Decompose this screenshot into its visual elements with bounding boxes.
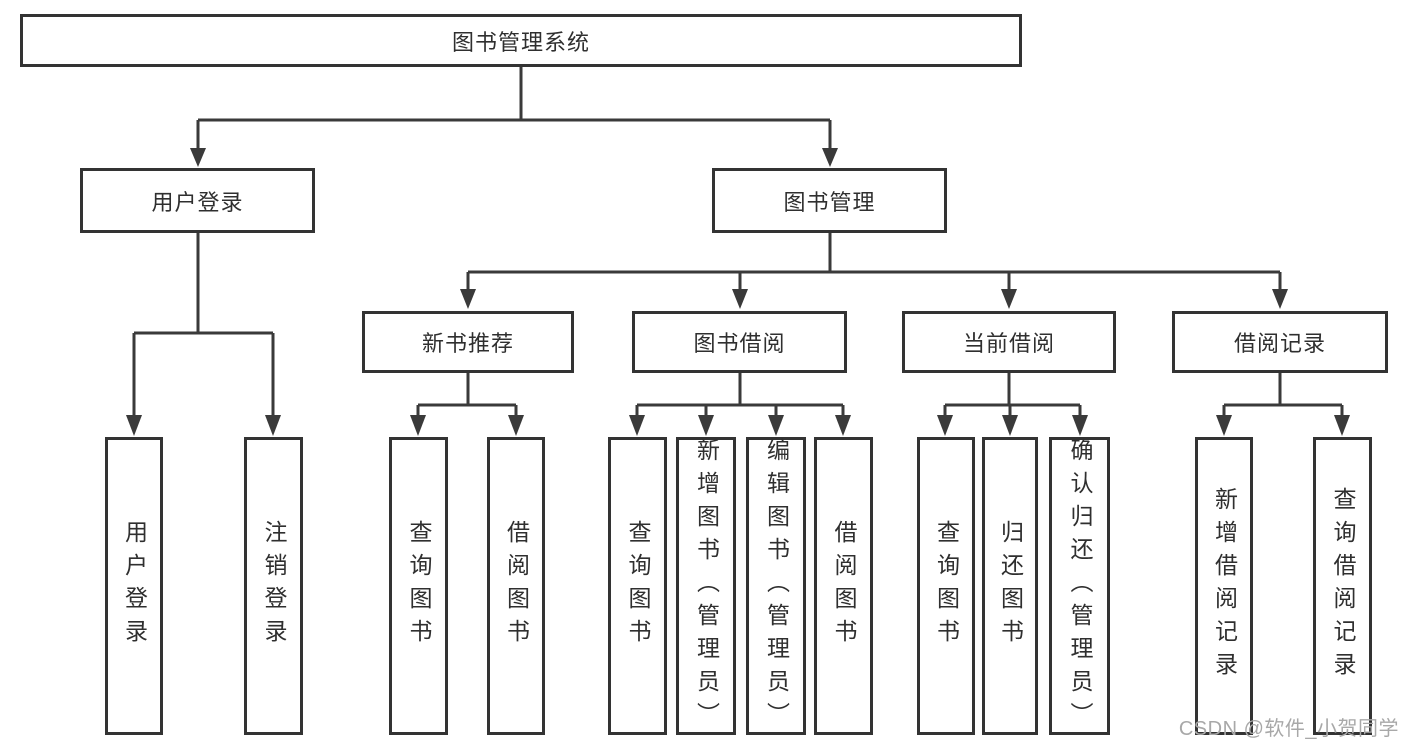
node-user-login: 用户登录 xyxy=(80,168,315,233)
leaf-rec-borrow-books: 借阅图书 xyxy=(487,437,545,735)
csdn-watermark: CSDN @软件_小贺同学 xyxy=(1178,718,1399,740)
leaf-rec-query-books: 查询图书 xyxy=(389,437,448,735)
leaf-add-books-admin: 新增图书（管理员） xyxy=(676,437,736,735)
leaf-add-books-admin-label: 新增图书（管理员） xyxy=(693,437,720,735)
node-new-book-recommendation-label: 新书推荐 xyxy=(421,331,514,356)
node-current-borrowing-label: 当前借阅 xyxy=(962,331,1055,356)
leaf-return-books-label: 归还图书 xyxy=(997,520,1024,652)
connector-book-mgmt-children xyxy=(460,233,1288,309)
connector-user-login-children xyxy=(126,233,281,436)
leaf-user-login: 用户登录 xyxy=(105,437,163,735)
connector-new-book-rec-children xyxy=(410,373,524,436)
node-book-borrowing-label: 图书借阅 xyxy=(693,331,786,356)
node-current-borrowing: 当前借阅 xyxy=(902,311,1116,373)
leaf-logout: 注销登录 xyxy=(244,437,303,735)
node-new-book-recommendation: 新书推荐 xyxy=(362,311,574,373)
leaf-query-borrow-record-label: 查询借阅记录 xyxy=(1330,487,1356,685)
leaf-current-query-books-label: 查询图书 xyxy=(933,520,960,652)
node-book-management-label: 图书管理 xyxy=(783,189,876,215)
leaf-borrow-query-books: 查询图书 xyxy=(608,437,667,735)
leaf-edit-books-admin: 编辑图书（管理员） xyxy=(746,437,806,735)
leaf-borrow-books-label: 借阅图书 xyxy=(831,520,857,652)
leaf-rec-borrow-books-label: 借阅图书 xyxy=(503,520,530,652)
node-borrowing-records: 借阅记录 xyxy=(1172,311,1388,373)
leaf-add-borrow-record: 新增借阅记录 xyxy=(1195,437,1253,735)
leaf-return-books: 归还图书 xyxy=(982,437,1038,735)
leaf-user-login-label: 用户登录 xyxy=(121,520,148,652)
node-root-label: 图书管理系统 xyxy=(451,29,590,55)
leaf-confirm-return-admin: 确认归还（管理员） xyxy=(1049,437,1110,735)
leaf-edit-books-admin-label: 编辑图书（管理员） xyxy=(763,437,790,735)
leaf-query-borrow-record: 查询借阅记录 xyxy=(1313,437,1372,735)
leaf-logout-label: 注销登录 xyxy=(261,520,287,652)
node-book-borrowing: 图书借阅 xyxy=(632,311,847,373)
connector-root-to-level2 xyxy=(190,67,838,167)
leaf-borrow-query-books-label: 查询图书 xyxy=(625,520,651,652)
connector-current-borrow-children xyxy=(937,373,1088,436)
leaf-add-borrow-record-label: 新增借阅记录 xyxy=(1211,487,1238,685)
node-borrowing-records-label: 借阅记录 xyxy=(1233,331,1326,356)
connector-book-borrow-children xyxy=(629,373,851,436)
node-root: 图书管理系统 xyxy=(20,14,1022,67)
leaf-current-query-books: 查询图书 xyxy=(917,437,975,735)
node-user-login-label: 用户登录 xyxy=(151,189,244,215)
connector-borrow-record-children xyxy=(1216,373,1350,436)
node-book-management: 图书管理 xyxy=(712,168,947,233)
leaf-borrow-books: 借阅图书 xyxy=(814,437,873,735)
leaf-confirm-return-admin-label: 确认归还（管理员） xyxy=(1067,437,1093,735)
leaf-rec-query-books-label: 查询图书 xyxy=(406,520,432,652)
